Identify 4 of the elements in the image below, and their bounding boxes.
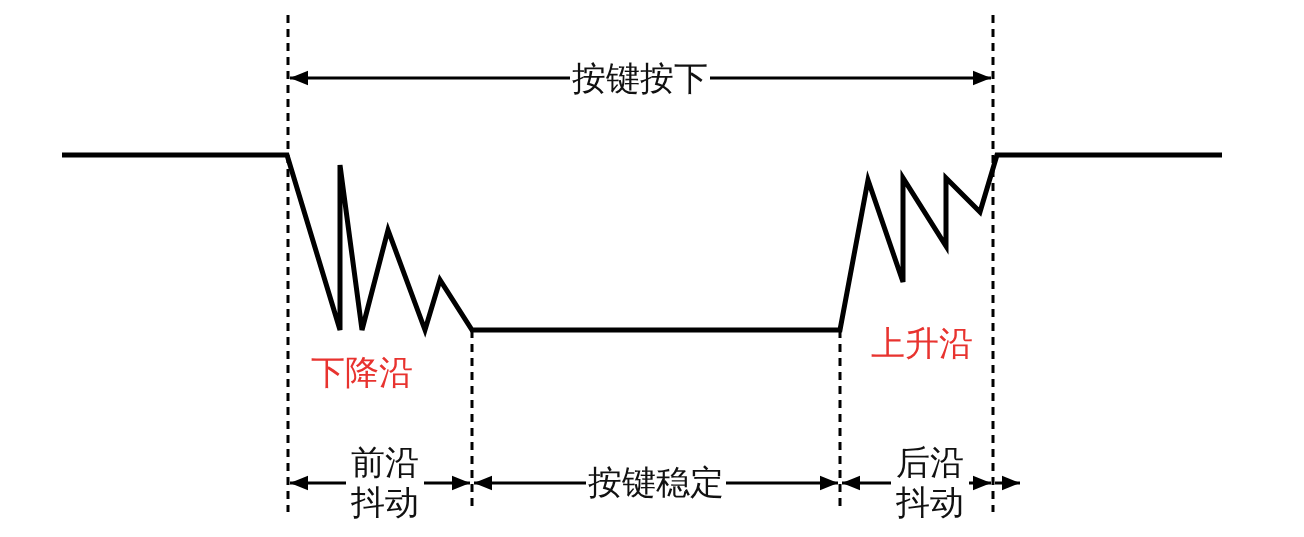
transition-label: 下降沿 xyxy=(310,352,414,392)
transition-label: 上升沿 xyxy=(870,323,974,363)
span-label: 按键稳定 xyxy=(586,462,726,502)
span-label: 后沿抖动 xyxy=(891,442,969,522)
